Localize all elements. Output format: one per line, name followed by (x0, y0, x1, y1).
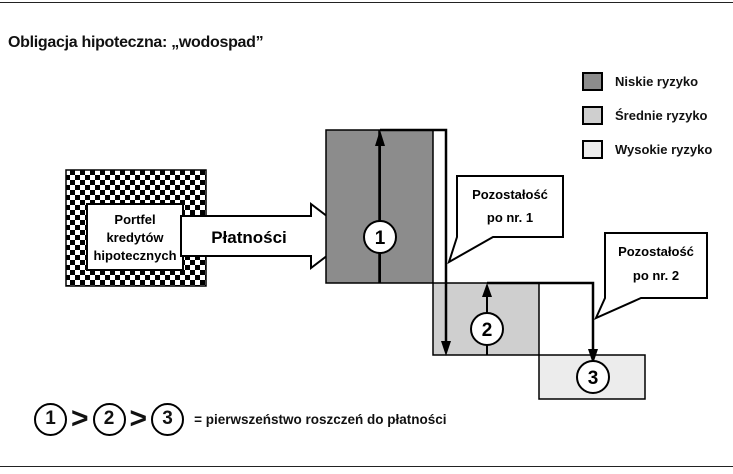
priority-circle-3: 3 (151, 402, 185, 436)
legend-label-low-risk: Niskie ryzyko (615, 73, 699, 89)
legend-swatch-low-risk (582, 71, 603, 91)
tranche-1-circle (363, 220, 397, 254)
portfolio-label-line3: hipotecznych (93, 248, 176, 263)
portfolio-label-line1: Portfel (114, 212, 155, 227)
priority-gt-2: > (129, 402, 148, 435)
top-rule (0, 2, 733, 3)
callout-remainder-2-line1: Pozostałość (618, 244, 694, 259)
legend-item-high-risk: Wysokie ryzyko (582, 138, 712, 160)
overflow-arrow-2 (487, 281, 595, 352)
callout-remainder-2-line2: po nr. 2 (633, 268, 679, 283)
portfolio-box (86, 203, 184, 271)
tranche-1-number: 1 (375, 228, 386, 249)
priority-circle-2: 2 (92, 402, 126, 436)
legend-swatch-high-risk (582, 139, 603, 159)
tranche-2-number: 2 (482, 320, 493, 341)
priority-legend: 1 > 2 > 3 = pierwszeństwo roszczeń do pł… (34, 400, 447, 438)
overflow-arrow-1 (380, 128, 448, 343)
legend-label-high-risk: Wysokie ryzyko (615, 141, 713, 157)
payments-label: Płatności (211, 228, 287, 247)
priority-circle-1: 1 (34, 402, 67, 436)
tranche-2-circle (470, 312, 504, 346)
tranche-3-circle (576, 360, 610, 394)
tranche-3-number: 3 (588, 368, 599, 389)
overflow-arrow-1-head (441, 341, 451, 356)
portfolio-label-line2: kredytów (106, 230, 164, 245)
legend-label-medium-risk: Średnie ryzyko (615, 107, 708, 123)
callout-remainder-1-line2: po nr. 1 (487, 210, 533, 225)
callout-remainder-1 (447, 175, 564, 265)
callout-remainder-2 (594, 232, 708, 320)
legend-item-medium-risk: Średnie ryzyko (582, 104, 708, 126)
overflow-arrow-2-head (588, 349, 598, 364)
callout-remainder-1-line1: Pozostałość (472, 187, 548, 202)
tranche-2-fill-arrowhead (482, 283, 492, 297)
priority-gt-1: > (71, 402, 89, 435)
tranche-1-fill-arrowhead (375, 130, 385, 146)
legend-swatch-medium-risk (582, 105, 603, 125)
priority-description: = pierwszeństwo roszczeń do płatności (194, 411, 447, 427)
legend-item-low-risk: Niskie ryzyko (582, 70, 698, 92)
page-title: Obligacja hipoteczna: „wodospad” (8, 34, 264, 51)
bottom-rule (0, 466, 733, 467)
